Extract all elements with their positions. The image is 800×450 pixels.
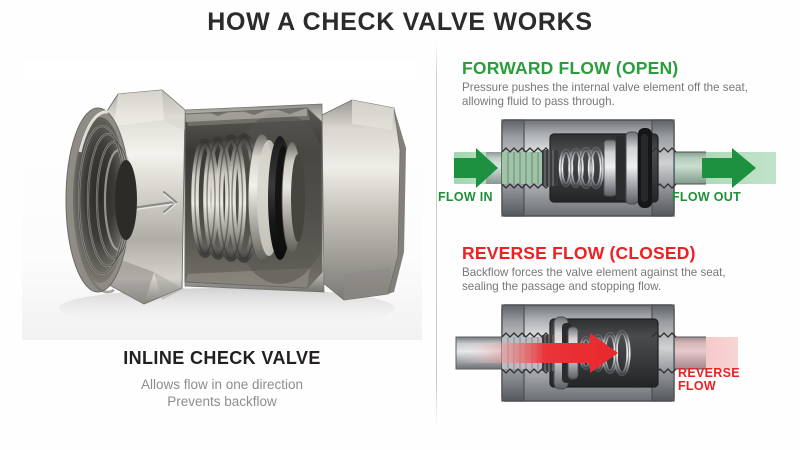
forward-flow-inlet-arrow: [454, 148, 498, 189]
cutaway-check-valve-photo: [22, 60, 422, 340]
caption-line-1: Allows flow in one direction: [140, 377, 304, 392]
reverse-flow-heading: REVERSE FLOW (CLOSED): [462, 243, 696, 263]
reverse-flow-label-line1: REVERSE: [678, 366, 740, 381]
caption-line-2: Prevents backflow: [167, 394, 277, 409]
inline-check-valve-subtitle: Allows flow in one direction Prevents ba…: [22, 376, 422, 410]
forward-flow-heading: FORWARD FLOW (OPEN): [462, 58, 679, 78]
flow-out-label: FLOW OUT: [672, 190, 742, 205]
forward-flow-diagram: FLOW IN FLOW OUT: [438, 114, 792, 224]
reverse-flow-panel: REVERSE FLOW (CLOSED) Backflow forces th…: [455, 243, 792, 409]
forward-flow-outlet-arrow: [702, 148, 756, 189]
reverse-flow-description: Backflow forces the valve element agains…: [462, 266, 726, 293]
inline-check-valve-title: INLINE CHECK VALVE: [123, 348, 321, 368]
flow-in-label: FLOW IN: [438, 190, 493, 205]
flow-direction-arrow-engraving: [131, 191, 178, 213]
left-caption: INLINE CHECK VALVE Allows flow in one di…: [22, 348, 422, 410]
section-divider: [436, 42, 437, 427]
reverse-flow-diagram: REVERSE FLOW: [455, 299, 792, 409]
reverse-flow-arrow: [458, 333, 618, 374]
page-title: HOW A CHECK VALVE WORKS: [207, 8, 593, 36]
forward-flow-panel: FORWARD FLOW (OPEN) Pressure pushes the …: [438, 58, 792, 224]
reverse-flow-label-line2: FLOW: [678, 379, 716, 394]
forward-flow-description: Pressure pushes the internal valve eleme…: [462, 81, 748, 108]
valve-photo-panel: [22, 60, 422, 340]
